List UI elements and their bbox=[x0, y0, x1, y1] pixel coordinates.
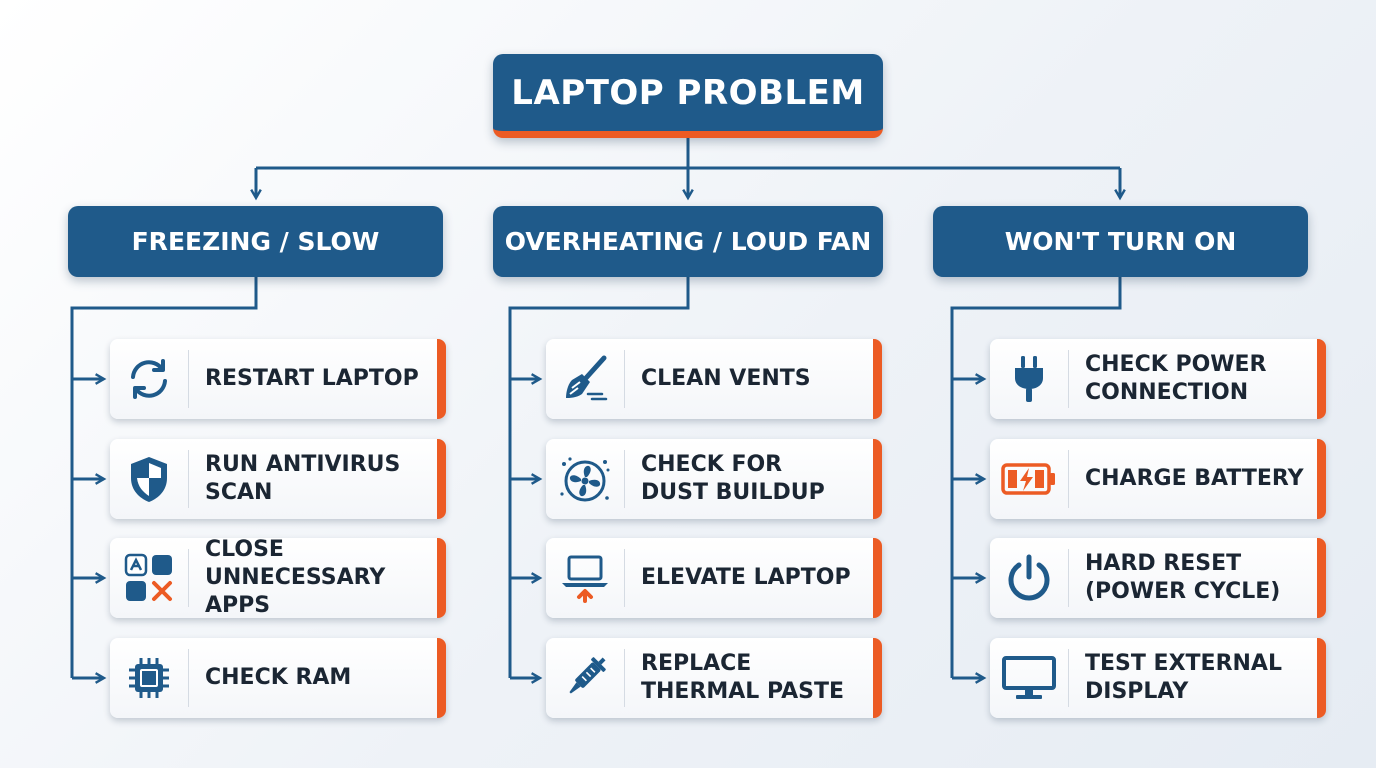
brush-icon bbox=[546, 339, 624, 419]
step-card-external-display: TEST EXTERNAL DISPLAY bbox=[990, 638, 1326, 718]
card-divider bbox=[188, 350, 189, 408]
step-card-thermal-paste: REPLACE THERMAL PASTE bbox=[546, 638, 882, 718]
category-freezing-slow: FREEZING / SLOW bbox=[68, 206, 443, 277]
shield-icon bbox=[110, 439, 188, 519]
wont-turn-on-branch-line bbox=[950, 277, 1122, 678]
card-divider bbox=[624, 450, 625, 508]
step-label: RUN ANTIVIRUS SCAN bbox=[205, 452, 401, 505]
card-divider bbox=[188, 549, 189, 607]
step-label: HARD RESET (POWER CYCLE) bbox=[1085, 551, 1281, 604]
category-title: FREEZING / SLOW bbox=[131, 227, 380, 256]
fan-dust-icon bbox=[546, 439, 624, 519]
step-card-run-antivirus: RUN ANTIVIRUS SCAN bbox=[110, 439, 446, 519]
step-label: CHARGE BATTERY bbox=[1085, 466, 1304, 491]
plug-icon bbox=[990, 339, 1068, 419]
laptop-elevate-icon bbox=[546, 538, 624, 618]
step-label: CLEAN VENTS bbox=[641, 366, 811, 391]
card-divider bbox=[1068, 350, 1069, 408]
step-label: RESTART LAPTOP bbox=[205, 366, 419, 391]
chip-icon bbox=[110, 638, 188, 718]
card-divider bbox=[1068, 649, 1069, 707]
card-divider bbox=[624, 350, 625, 408]
monitor-icon bbox=[990, 638, 1068, 718]
step-label: REPLACE THERMAL PASTE bbox=[641, 651, 844, 704]
card-divider bbox=[624, 649, 625, 707]
step-card-hard-reset: HARD RESET (POWER CYCLE) bbox=[990, 538, 1326, 618]
category-overheating: OVERHEATING / LOUD FAN bbox=[493, 206, 883, 277]
step-card-charge-battery: CHARGE BATTERY bbox=[990, 439, 1326, 519]
step-label: CHECK RAM bbox=[205, 665, 352, 690]
syringe-icon bbox=[546, 638, 624, 718]
step-card-clean-vents: CLEAN VENTS bbox=[546, 339, 882, 419]
battery-icon bbox=[990, 439, 1068, 519]
freezing-branch-line bbox=[70, 277, 258, 678]
card-divider bbox=[188, 450, 189, 508]
step-card-close-apps: CLOSE UNNECESSARY APPS bbox=[110, 537, 446, 618]
card-divider bbox=[188, 649, 189, 707]
step-card-restart-laptop: RESTART LAPTOP bbox=[110, 339, 446, 419]
card-divider bbox=[624, 549, 625, 607]
step-label: TEST EXTERNAL DISPLAY bbox=[1085, 651, 1282, 704]
step-label: CHECK POWER CONNECTION bbox=[1085, 352, 1267, 405]
apps-close-icon bbox=[110, 538, 188, 618]
card-divider bbox=[1068, 549, 1069, 607]
root-node: LAPTOP PROBLEM bbox=[493, 54, 883, 138]
power-icon bbox=[990, 538, 1068, 618]
card-divider bbox=[1068, 450, 1069, 508]
step-label: ELEVATE LAPTOP bbox=[641, 565, 851, 590]
category-title: OVERHEATING / LOUD FAN bbox=[504, 227, 872, 256]
step-label: CHECK FOR DUST BUILDUP bbox=[641, 452, 825, 505]
overheating-branch-line bbox=[508, 277, 690, 678]
step-card-check-ram: CHECK RAM bbox=[110, 638, 446, 718]
refresh-icon bbox=[110, 339, 188, 419]
step-card-elevate-laptop: ELEVATE LAPTOP bbox=[546, 538, 882, 618]
category-wont-turn-on: WON'T TURN ON bbox=[933, 206, 1308, 277]
step-card-dust-buildup: CHECK FOR DUST BUILDUP bbox=[546, 439, 882, 519]
category-title: WON'T TURN ON bbox=[1004, 227, 1237, 256]
step-card-power-connection: CHECK POWER CONNECTION bbox=[990, 339, 1326, 419]
step-label: CLOSE UNNECESSARY APPS bbox=[205, 537, 386, 618]
root-title: LAPTOP PROBLEM bbox=[511, 72, 865, 113]
